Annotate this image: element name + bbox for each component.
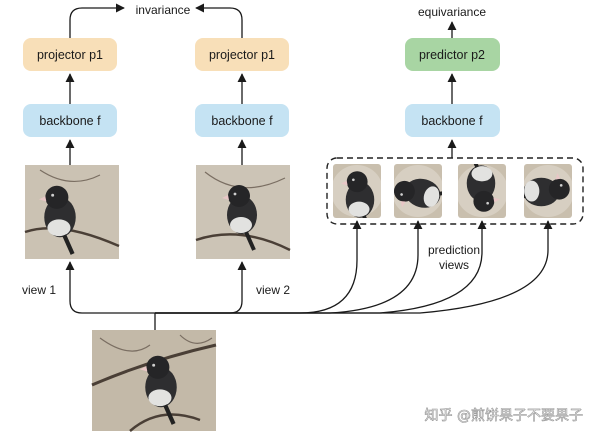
source-branch-arrows [65, 220, 553, 330]
predictor-box: predictor p2 [405, 38, 500, 71]
backbone-box-left: backbone f [23, 104, 117, 137]
backbone-mid-label: backbone f [211, 114, 273, 128]
predictor-label: predictor p2 [419, 48, 485, 62]
invariance-label: invariance [136, 3, 191, 17]
projector-left-label: projector p1 [37, 48, 103, 62]
projector-right-label: projector p1 [209, 48, 275, 62]
projector-box-right: projector p1 [195, 38, 289, 71]
prediction-view-2 [394, 164, 442, 218]
prediction-view-1 [333, 164, 381, 218]
prediction-views-label-line1: prediction [428, 243, 480, 257]
backbone-box-right: backbone f [405, 104, 500, 137]
backbone-box-mid: backbone f [195, 104, 289, 137]
backbone-right-label: backbone f [421, 114, 483, 128]
watermark: 知乎 @煎饼果子不要果子 [425, 407, 583, 424]
invariance-arrow-right [195, 3, 243, 38]
prediction-views-group [326, 157, 584, 225]
view1-image [24, 165, 120, 259]
prediction-views-label-line2: views [439, 258, 469, 272]
prediction-view-3 [458, 164, 506, 218]
view2-label: view 2 [256, 283, 290, 297]
backbone-left-label: backbone f [39, 114, 101, 128]
prediction-view-4 [524, 164, 572, 218]
source-image [91, 330, 217, 432]
equivariance-label: equivariance [418, 5, 486, 19]
projector-box-left: projector p1 [23, 38, 117, 71]
invariance-arrow-left [69, 3, 125, 38]
view1-label: view 1 [22, 283, 56, 297]
view2-image [195, 165, 291, 259]
